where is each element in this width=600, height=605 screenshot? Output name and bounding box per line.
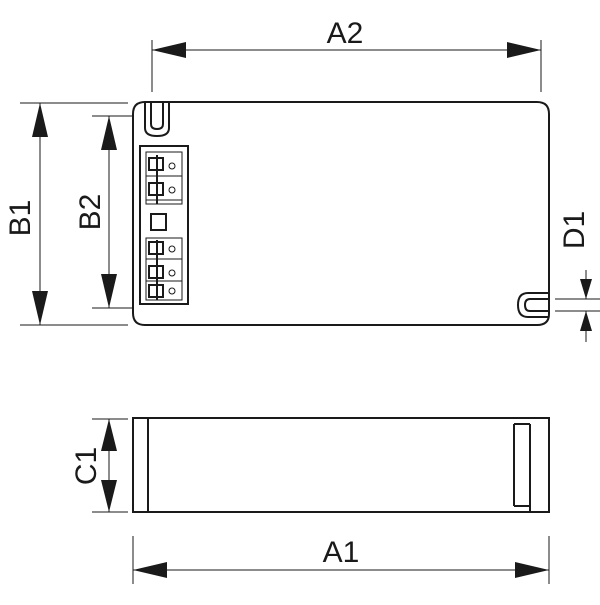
mounting-slot-bottom-right	[516, 292, 549, 318]
dimension-d1	[555, 270, 600, 342]
dimension-a2	[151, 40, 542, 92]
terminal-block-frame	[139, 145, 189, 305]
dimension-label-a1: A1	[323, 536, 360, 569]
mounting-slot-top-left	[144, 102, 170, 138]
dimension-label-b1: B1	[4, 200, 37, 237]
dimension-b1	[20, 102, 128, 326]
mounting-slot-top-left-inner	[150, 102, 164, 131]
side-view-housing-outline	[132, 417, 550, 513]
dimension-label-c1: C1	[70, 447, 103, 485]
mounting-slot-bottom-right-inner	[523, 298, 549, 312]
dimension-b2	[92, 115, 134, 309]
dimension-label-a2: A2	[327, 17, 364, 50]
side-view	[132, 417, 550, 513]
dimension-a1	[132, 536, 550, 584]
top-view-housing-outline	[132, 101, 550, 326]
terminal-block	[139, 145, 189, 305]
dimension-c1	[92, 418, 128, 513]
dimension-label-d1: D1	[558, 211, 591, 249]
top-view	[132, 101, 550, 326]
terminal-connectors-upper	[145, 151, 183, 205]
terminal-center-square	[150, 213, 167, 231]
terminal-connectors-lower	[145, 237, 183, 301]
dimension-label-b2: B2	[74, 194, 107, 231]
